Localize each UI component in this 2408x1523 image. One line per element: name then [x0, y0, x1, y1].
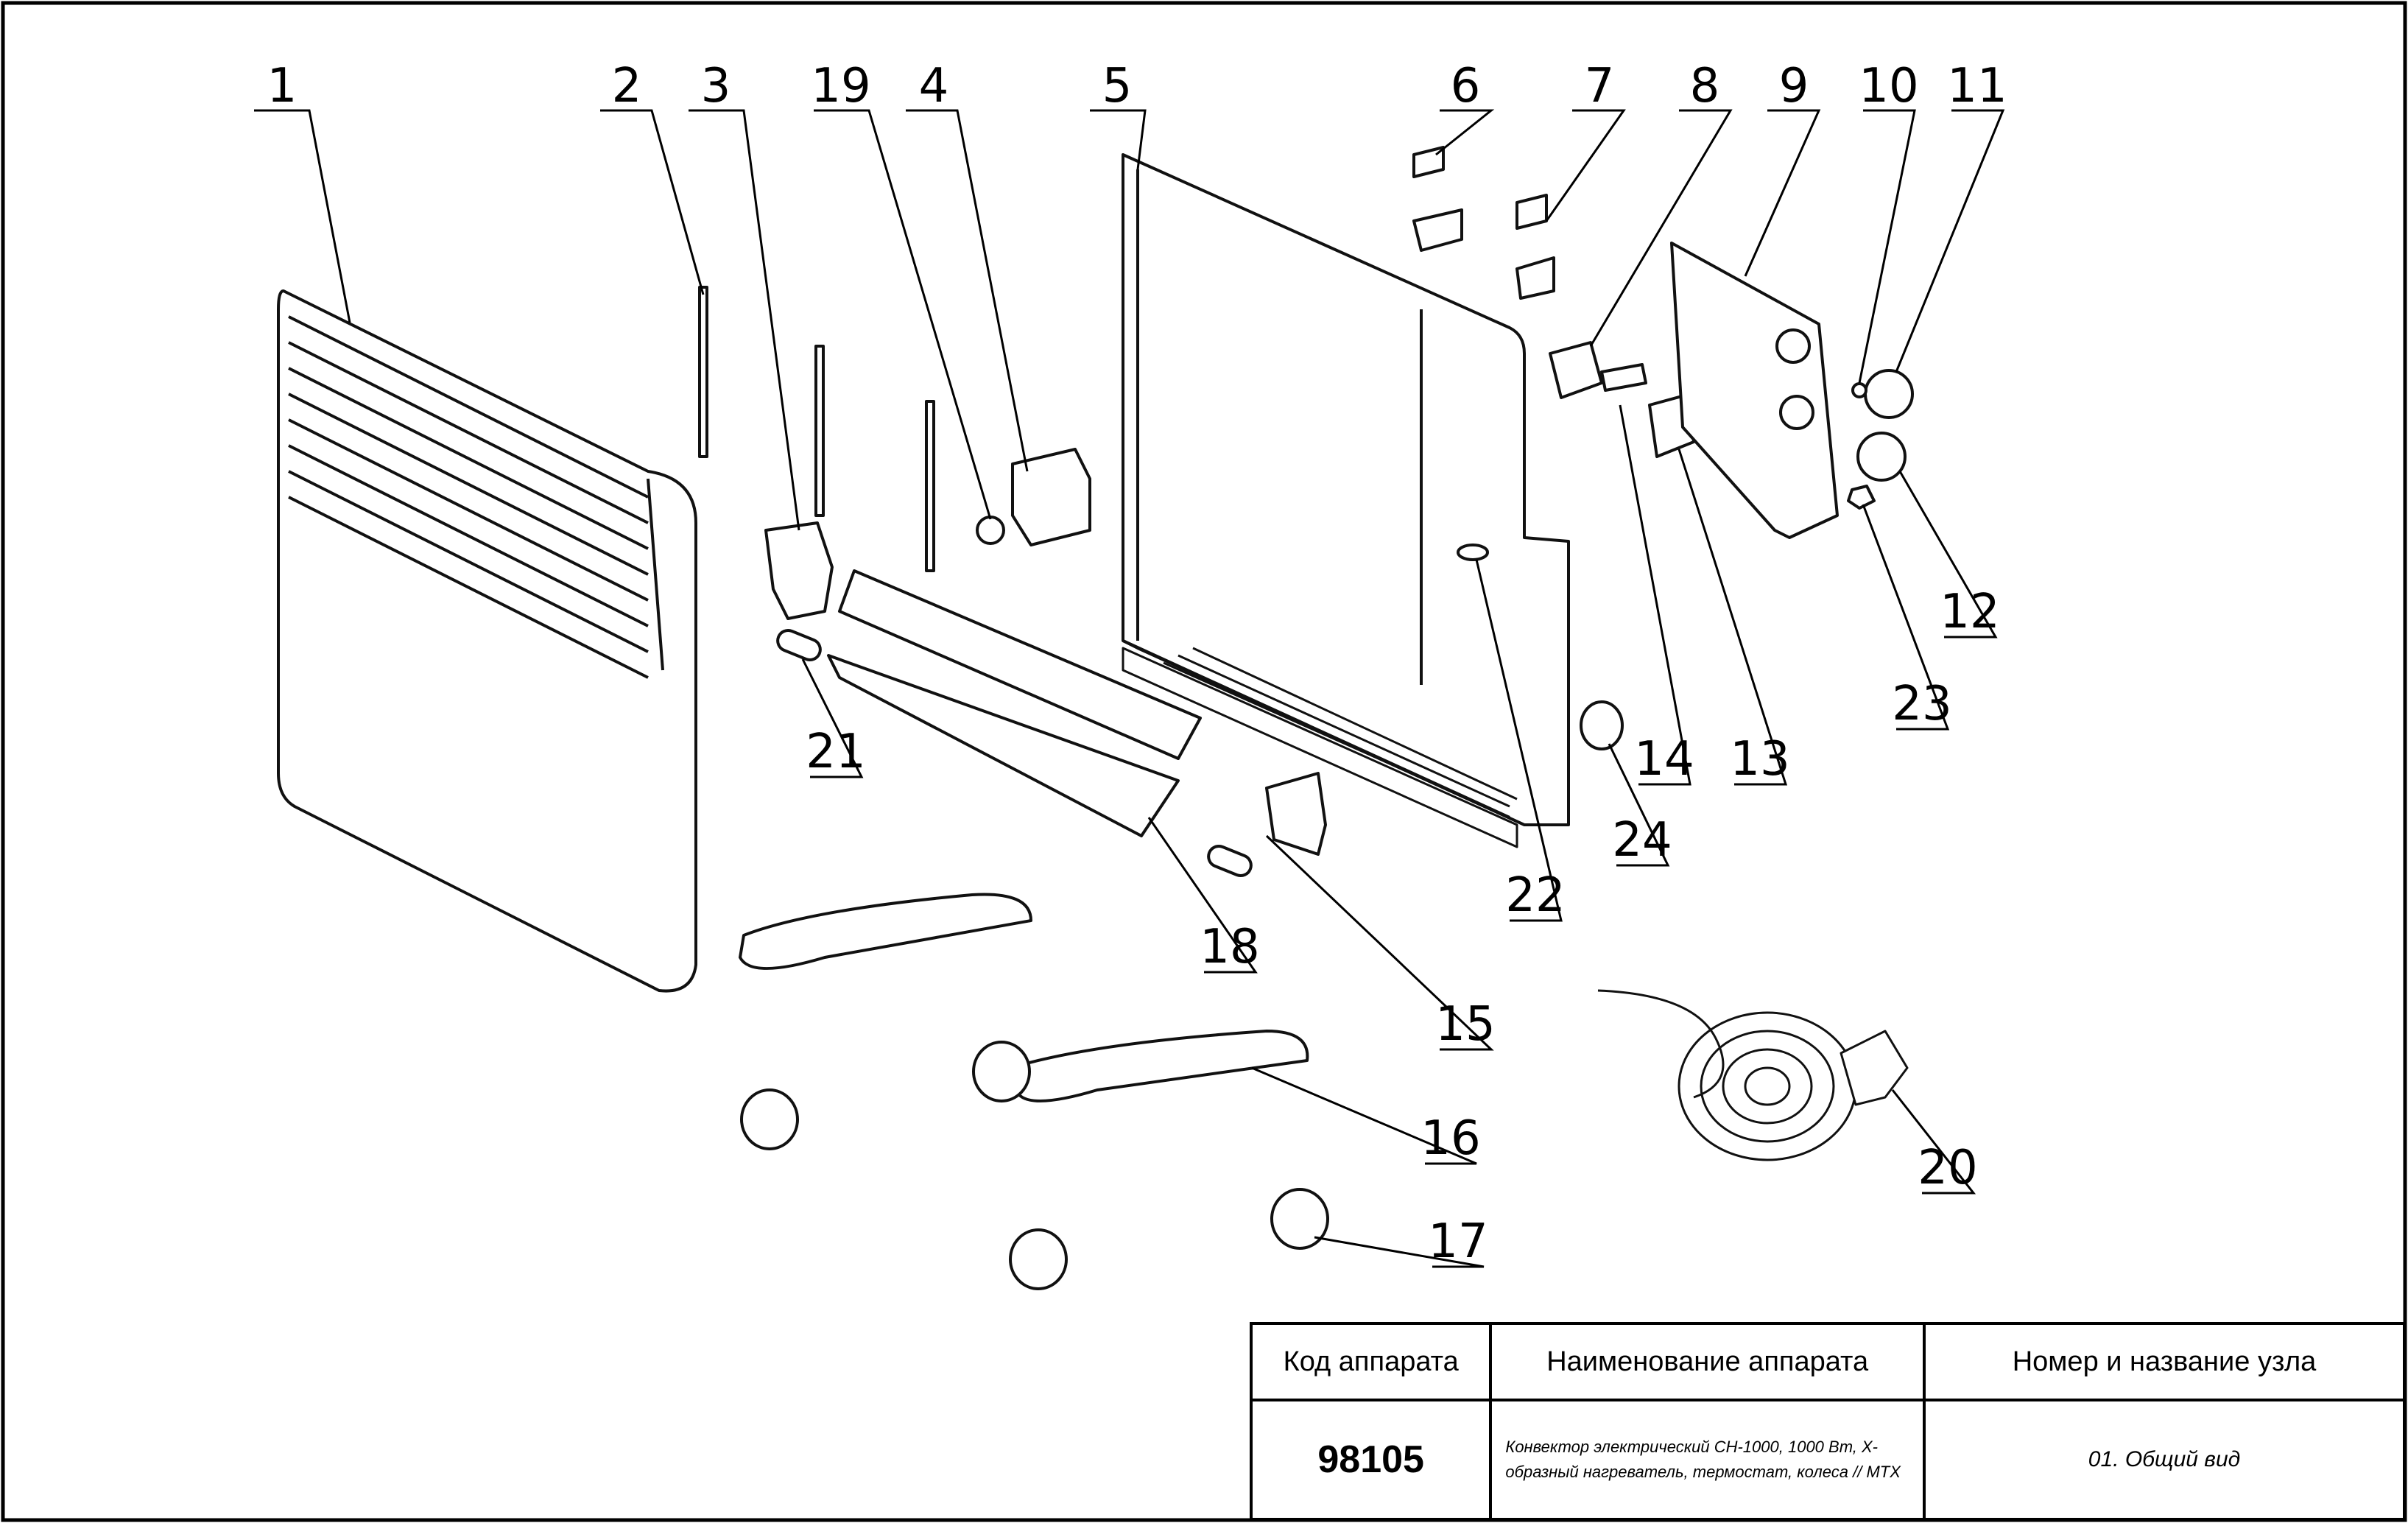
callout-15: 15: [1435, 997, 1495, 1052]
node-value: 01. Общий вид: [1923, 1399, 2406, 1521]
callout-6: 6: [1451, 59, 1481, 113]
callout-7: 7: [1585, 59, 1615, 113]
callout-17: 17: [1428, 1214, 1488, 1269]
part-clip-6: [1412, 146, 1463, 252]
part-convector-fins: [827, 569, 1202, 837]
callout-4: 4: [919, 59, 949, 113]
part-peg-21: [776, 629, 822, 661]
title-block: Код аппарата Наименование аппарата Номер…: [1249, 1322, 2406, 1521]
callout-9: 9: [1779, 59, 1809, 113]
leader-lines: [254, 109, 2005, 1268]
callout-10: 10: [1859, 59, 1918, 113]
callout-19: 19: [811, 59, 870, 113]
part-switch-box: [1011, 448, 1091, 546]
header-name: Наименование аппарата: [1489, 1322, 1926, 1401]
callout-13: 13: [1730, 732, 1789, 787]
callout-21: 21: [806, 725, 865, 779]
header-node: Номер и название узла: [1923, 1322, 2406, 1401]
callout-2: 2: [612, 59, 642, 113]
callout-1: 1: [267, 59, 298, 113]
callout-18: 18: [1200, 920, 1259, 974]
callout-11: 11: [1947, 59, 2007, 113]
part-knob-11: [1864, 369, 1914, 419]
callout-20: 20: [1918, 1141, 1977, 1195]
part-thermostat-arm: [1600, 363, 1647, 392]
part-bushing-24: [1580, 700, 1624, 750]
part-bracket-left: [764, 521, 834, 620]
name-value: Конвектор электрический CH-1000, 1000 Вт…: [1489, 1399, 1926, 1521]
callout-8: 8: [1690, 59, 1720, 113]
panel-knob-hole-1: [1775, 328, 1811, 364]
part-peg-15: [1207, 845, 1253, 877]
callout-22: 22: [1505, 868, 1565, 923]
part-foot-16a: [739, 893, 1032, 970]
part-knob-12: [1856, 432, 1907, 482]
code-value: 98105: [1249, 1399, 1493, 1521]
header-code: Код аппарата: [1249, 1322, 1493, 1401]
callout-labels: 1 2 3 19 4 5 6 7 8 9 10 11 12 23 14 13 2…: [267, 59, 2007, 1269]
part-bracket-right: [1265, 772, 1327, 856]
callout-24: 24: [1612, 813, 1672, 868]
part-grommet-22: [1457, 544, 1489, 561]
part-wheels: [740, 1041, 1329, 1290]
part-thermostat: [1549, 341, 1603, 399]
callout-16: 16: [1420, 1111, 1480, 1166]
part-clip-7: [1515, 194, 1555, 300]
part-knob-19: [976, 516, 1005, 545]
part-front-panel: [277, 289, 697, 993]
callout-5: 5: [1102, 59, 1133, 113]
part-indicator-10: [1851, 382, 1867, 398]
part-heating-element: [1122, 647, 1518, 848]
part-side-rails: [698, 286, 935, 572]
part-power-cord: [1597, 989, 1909, 1161]
callout-14: 14: [1634, 732, 1694, 787]
panel-knob-hole-2: [1779, 395, 1814, 430]
part-foot-16b: [1015, 1030, 1309, 1102]
part-nut-23: [1847, 485, 1876, 510]
callout-3: 3: [701, 59, 731, 113]
callout-12: 12: [1940, 585, 1999, 639]
callout-23: 23: [1892, 677, 1951, 731]
part-control-panel: [1670, 242, 1839, 539]
